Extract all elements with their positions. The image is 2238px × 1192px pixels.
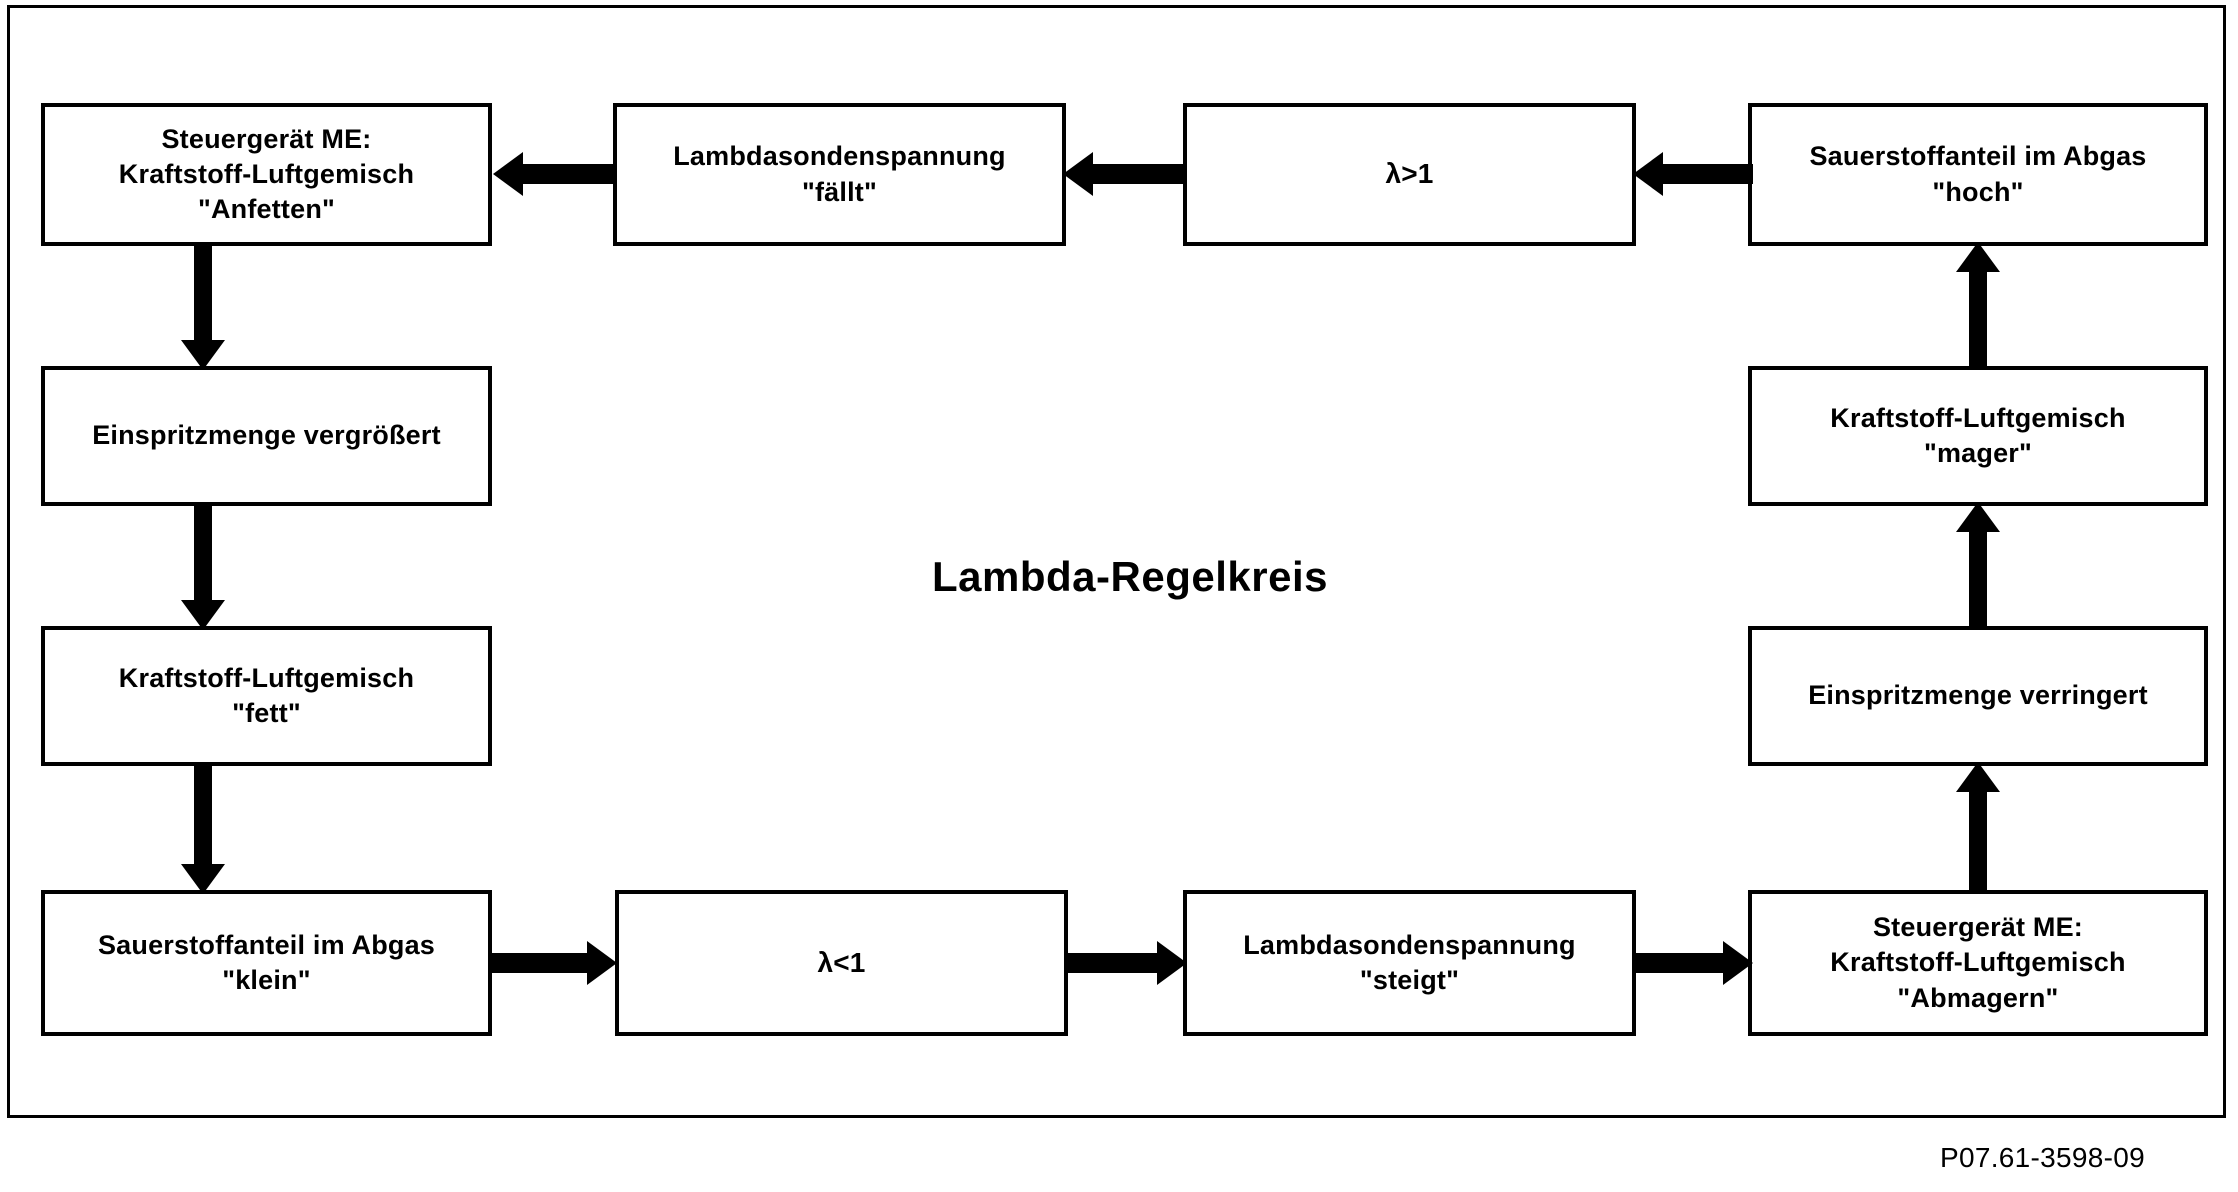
arrowhead-up-icon bbox=[1956, 502, 2000, 532]
node-lambda-gt-1-label: λ>1 bbox=[1385, 158, 1434, 190]
node-mixture-rich: Kraftstoff-Luftgemisch "fett" bbox=[41, 626, 492, 766]
arrow-oxygen-high-to-lambda-gt1 bbox=[1633, 152, 1753, 196]
arrow-shaft bbox=[1091, 164, 1185, 184]
arrow-shaft bbox=[1065, 953, 1159, 973]
arrow-shaft bbox=[1969, 270, 1987, 370]
node-lambda-gt-1: λ>1 bbox=[1183, 103, 1636, 246]
arrowhead-up-icon bbox=[1956, 242, 2000, 272]
node-oxygen-high: Sauerstoffanteil im Abgas "hoch" bbox=[1748, 103, 2208, 246]
arrow-sensor-rises-to-ecu-lean bbox=[1633, 941, 1753, 985]
arrowhead-right-icon bbox=[1723, 941, 1753, 985]
node-lambda-lt-1-label: λ<1 bbox=[817, 946, 866, 978]
arrowhead-left-icon bbox=[1633, 152, 1663, 196]
arrowhead-right-icon bbox=[587, 941, 617, 985]
node-sensor-voltage-rises: Lambdasondenspannung "steigt" bbox=[1183, 890, 1636, 1036]
arrow-shaft bbox=[521, 164, 615, 184]
arrow-injection-reduced-to-mixture-lean bbox=[1956, 502, 2000, 630]
node-ecu-enrich-label: Steuergerät ME: Kraftstoff-Luftgemisch "… bbox=[118, 123, 415, 225]
arrow-shaft bbox=[1633, 953, 1725, 973]
arrowhead-up-icon bbox=[1956, 762, 2000, 792]
arrow-shaft bbox=[1969, 790, 1987, 894]
arrowhead-down-icon bbox=[181, 340, 225, 370]
node-sensor-voltage-falls-label: Lambdasondenspannung "fällt" bbox=[673, 141, 1006, 207]
arrow-oxygen-low-to-lambda-lt1 bbox=[490, 941, 617, 985]
arrow-ecu-lean-to-injection-reduced bbox=[1956, 762, 2000, 894]
arrowhead-down-icon bbox=[181, 600, 225, 630]
node-oxygen-high-label: Sauerstoffanteil im Abgas "hoch" bbox=[1809, 141, 2147, 207]
arrow-lambda-lt1-to-sensor-rises bbox=[1065, 941, 1187, 985]
arrow-shaft bbox=[490, 953, 589, 973]
node-injection-increased-label: Einspritzmenge vergrößert bbox=[92, 420, 441, 451]
arrow-shaft bbox=[194, 502, 212, 602]
arrow-shaft bbox=[194, 242, 212, 342]
arrowhead-right-icon bbox=[1157, 941, 1187, 985]
node-ecu-lean: Steuergerät ME: Kraftstoff-Luftgemisch "… bbox=[1748, 890, 2208, 1036]
arrow-shaft bbox=[1661, 164, 1753, 184]
arrowhead-left-icon bbox=[493, 152, 523, 196]
node-ecu-enrich: Steuergerät ME: Kraftstoff-Luftgemisch "… bbox=[41, 103, 492, 246]
node-injection-reduced: Einspritzmenge verringert bbox=[1748, 626, 2208, 766]
diagram-frame: Steuergerät ME: Kraftstoff-Luftgemisch "… bbox=[7, 5, 2226, 1118]
diagram-title: Lambda-Regelkreis bbox=[932, 553, 1328, 600]
arrow-mixture-rich-to-oxygen-low bbox=[181, 762, 225, 894]
node-sensor-voltage-falls: Lambdasondenspannung "fällt" bbox=[613, 103, 1066, 246]
node-injection-increased: Einspritzmenge vergrößert bbox=[41, 366, 492, 506]
node-oxygen-low-label: Sauerstoffanteil im Abgas "klein" bbox=[97, 929, 436, 995]
arrow-shaft bbox=[194, 762, 212, 866]
figure-reference-number: P07.61-3598-09 bbox=[1940, 1142, 2146, 1173]
node-mixture-lean-label: Kraftstoff-Luftgemisch "mager" bbox=[1830, 402, 2126, 468]
arrow-injection-increased-to-mixture-rich bbox=[181, 502, 225, 630]
arrowhead-down-icon bbox=[181, 864, 225, 894]
node-mixture-rich-label: Kraftstoff-Luftgemisch "fett" bbox=[118, 662, 415, 728]
node-oxygen-low: Sauerstoffanteil im Abgas "klein" bbox=[41, 890, 492, 1036]
node-sensor-voltage-rises-label: Lambdasondenspannung "steigt" bbox=[1243, 929, 1576, 995]
arrow-ecu-enrich-to-injection-increased bbox=[181, 242, 225, 370]
node-ecu-lean-label: Steuergerät ME: Kraftstoff-Luftgemisch "… bbox=[1830, 912, 2126, 1013]
arrow-sensor-falls-to-ecu-enrich bbox=[493, 152, 615, 196]
arrow-lambda-gt1-to-sensor-falls bbox=[1063, 152, 1185, 196]
arrow-shaft bbox=[1969, 530, 1987, 630]
node-injection-reduced-label: Einspritzmenge verringert bbox=[1808, 680, 2148, 711]
node-lambda-lt-1: λ<1 bbox=[615, 890, 1068, 1036]
node-mixture-lean: Kraftstoff-Luftgemisch "mager" bbox=[1748, 366, 2208, 506]
arrowhead-left-icon bbox=[1063, 152, 1093, 196]
arrow-mixture-lean-to-oxygen-high bbox=[1956, 242, 2000, 370]
